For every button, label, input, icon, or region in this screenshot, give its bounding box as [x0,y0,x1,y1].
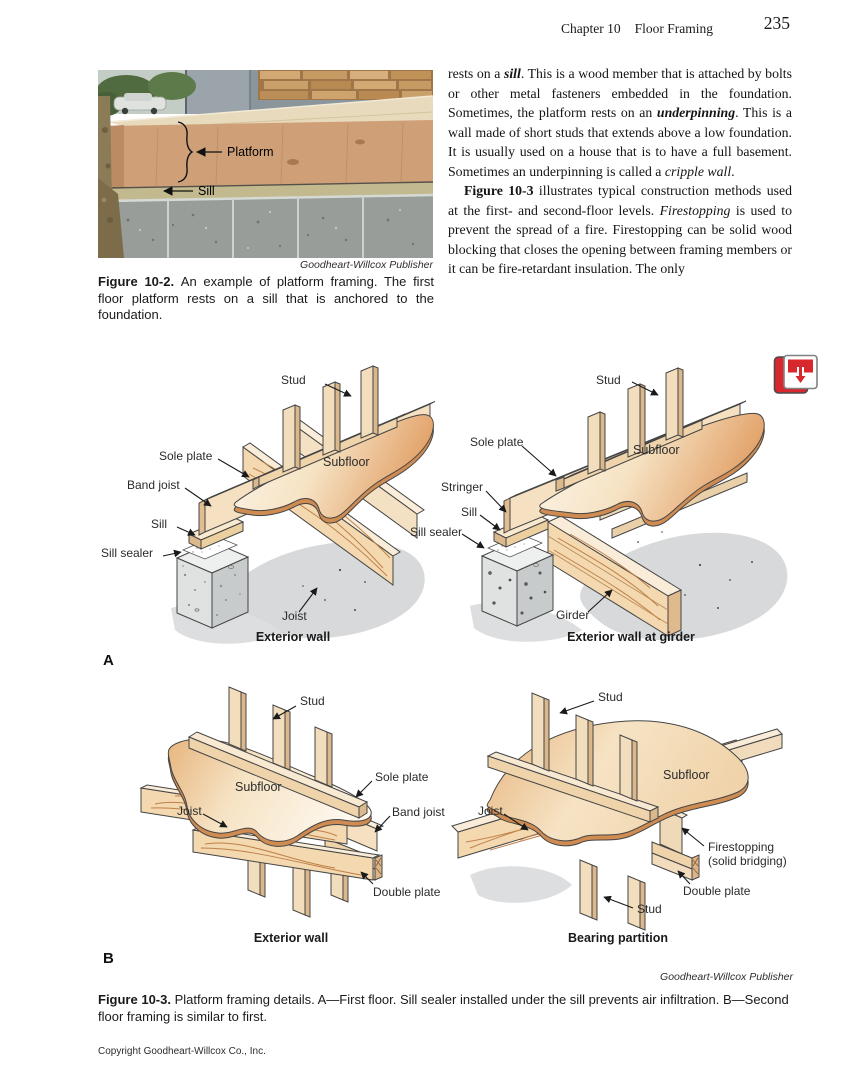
label-sill: Sill [151,517,168,531]
label-double-plate: Double plate [373,885,441,899]
label-subfloor: Subfloor [323,455,370,469]
label-sole-plate: Sole plate [375,770,429,784]
leader-arrows [503,700,705,909]
page-number: 235 [763,13,790,33]
label-firestopping-line1: Firestopping [708,840,775,854]
part-letter-a: A [103,652,114,669]
diagram-a-exterior-wall-at-girder: Stud Sole plate Subfloor Stringer Sill S… [400,360,810,670]
publisher-credit: Goodheart-Willcox Publisher [660,971,793,983]
photo-label-platform: Platform [227,145,274,159]
foundation [480,539,555,627]
photo-foundation [104,194,433,258]
diagram-caption: Exterior wall at girder [567,630,695,644]
label-band-joist: Band joist [392,805,445,819]
figure-10-2-photo: Platform Sill [90,70,434,258]
label-sill: Sill [461,505,478,519]
car [113,93,167,115]
diagram-b-exterior-wall: Stud Subfloor Joist Sole plate Band jois… [85,680,445,980]
leader-arrows [461,381,659,613]
lower-studs [579,859,646,931]
photo-label-sill: Sill [198,184,215,198]
chapter-title: Floor Framing [634,21,713,36]
figure-10-2-caption: Figure 10-2. An example of platform fram… [98,274,435,322]
subfloor [486,720,749,847]
label-stringer: Stringer [441,480,484,494]
interactive-activity-icon[interactable] [773,353,821,398]
upper-studs [228,686,333,788]
diagram-caption: Exterior wall [253,931,329,945]
label-joist: Joist [478,804,503,818]
studs [282,365,379,473]
chapter-label: Chapter 10 [560,21,621,36]
sole-plate [486,751,660,823]
diagram-b-bearing-partition: Stud Subfloor Joist Firestopping (solid … [430,680,810,980]
paragraph: Figure 10-3 illustrates typical construc… [448,183,792,276]
label-stud-bottom: Stud [637,902,662,916]
diagram-caption: Exterior wall [255,630,331,644]
running-head: Chapter 10 Floor Framing [448,21,713,37]
subfloor [167,738,372,847]
diagram-caption: Bearing partition [567,931,668,945]
publisher-credit: Goodheart-Willcox Publisher [300,259,433,271]
label-stud: Stud [300,694,325,708]
diagram-a-exterior-wall: Stud Sole plate Band joist Sill Sill sea… [85,360,435,670]
upper-studs [531,692,638,802]
figure-10-3-caption: Figure 10-3. Platform framing details. A… [98,992,789,1024]
label-sill-sealer: Sill sealer [410,525,463,539]
sole-plate [187,731,369,819]
label-subfloor: Subfloor [663,768,710,782]
icon-arrow-head [795,376,806,383]
paragraph: rests on a sill. This is a wood member t… [448,66,793,179]
label-stud: Stud [281,373,306,387]
label-double-plate: Double plate [683,884,751,898]
body-text-column: rests on a sill. This is a wood member t… [448,64,792,279]
leader-arrows [162,383,352,613]
platform-framing-photo: Platform Sill [90,70,434,258]
leader-arrows [202,705,391,885]
girder [546,515,683,637]
part-letter-b: B [103,950,114,967]
studs [587,367,684,475]
label-band-joist: Band joist [127,478,180,492]
label-sill-sealer: Sill sealer [101,546,154,560]
copyright-line: Copyright Goodheart-Willcox Co., Inc. [98,1046,266,1057]
shadow-blob [470,866,572,903]
label-stud-top: Stud [598,690,623,704]
photo-band-joist [108,120,433,188]
foundation [175,541,250,629]
label-subfloor: Subfloor [235,780,282,794]
lumber-stack [258,70,433,100]
label-girder: Girder [556,608,590,622]
label-joist: Joist [282,609,307,623]
label-stud: Stud [596,373,621,387]
label-joist: Joist [177,804,202,818]
subfloor [539,412,765,527]
platform-brace [177,121,194,183]
label-sole-plate: Sole plate [159,449,213,463]
label-subfloor: Subfloor [633,443,680,457]
label-firestopping-line2: (solid bridging) [708,854,787,868]
label-sole-plate: Sole plate [470,435,524,449]
